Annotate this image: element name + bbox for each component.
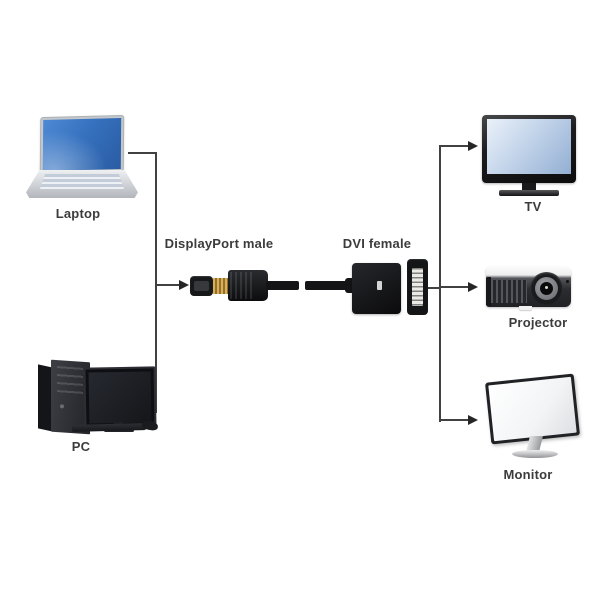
monitor-image [482,370,586,466]
projector-front-vents [491,280,527,303]
projector-lens [530,272,563,305]
displayport-gold-pins [213,278,228,294]
tv-screen [487,119,571,174]
arrow-right-icon [468,415,478,425]
projector-sensor-dot [566,280,569,283]
projector-body [486,267,571,307]
arrow-right-icon [179,280,189,290]
tv-image [482,114,578,198]
line-laptop-to-bracket [128,152,157,154]
pc-keyboard [71,423,147,432]
laptop-screen-blue [42,117,122,172]
pc-monitor-screen [88,371,152,424]
tv-stand-base [499,190,559,196]
line-bracket-to-adapter [155,284,181,286]
displayport-connector-slot [194,281,209,291]
dvi-adapter-logo [377,281,382,290]
arrow-right-icon [468,282,478,292]
displayport-connector-tip [190,276,213,296]
tv-stand-neck [522,183,536,190]
line-adapter-to-bracket [427,287,441,289]
desktop-pc-image [34,356,162,438]
monitor-screen [488,376,577,442]
laptop-image [26,112,138,204]
line-left-bracket-vertical [155,152,157,413]
tv-label: TV [524,199,542,214]
pc-drive-bays [57,366,83,398]
monitor-panel [485,373,580,445]
pc-label: PC [71,439,91,454]
displayport-plug-ridges [230,272,252,299]
line-bracket-to-projector [439,286,469,288]
adapter-cable-segment [266,281,299,290]
projector-label: Projector [508,315,568,330]
projector-side-vent [486,277,491,306]
dvi-pin-grid [412,268,423,306]
line-right-bracket-vertical [439,146,441,422]
pc-monitor [83,366,157,429]
dvi-adapter-body [352,263,401,314]
laptop-keyboard [40,174,124,189]
displayport-male-label: DisplayPort male [164,236,274,251]
arrow-right-icon [468,141,478,151]
projector-image [486,264,574,312]
pc-power-button [60,404,64,409]
laptop-screen [39,114,125,175]
laptop-label: Laptop [55,206,101,221]
displayport-plug-body [228,270,268,301]
adapter-cable-segment [305,281,354,290]
projector-lens-highlight [545,286,548,289]
monitor-label: Monitor [503,467,553,482]
line-bracket-to-tv [439,145,469,147]
projector-foot [519,306,532,310]
dvi-female-label: DVI female [342,236,412,251]
dvi-female-port-face [407,259,428,315]
line-bracket-to-monitor [439,419,469,421]
monitor-stand-base [512,450,558,458]
